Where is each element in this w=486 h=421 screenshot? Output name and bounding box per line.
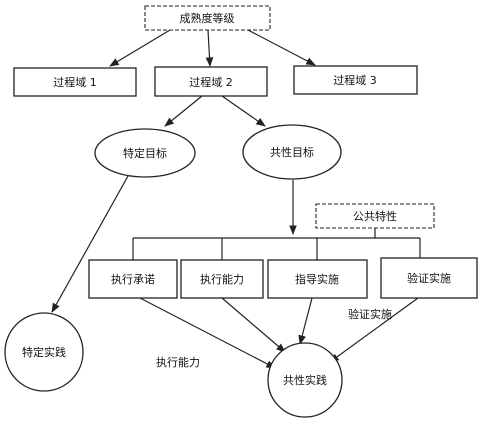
node-directing-implementation: 指导实施 (267, 259, 368, 299)
commitment-to-perform-label: 执行承诺 (111, 272, 155, 286)
edges (51, 29, 421, 369)
edge-label-verifying: 验证实施 (348, 307, 392, 321)
node-specific-practices: 特定实践 (4, 312, 84, 392)
edge-ability-to-practices (221, 297, 286, 353)
node-verifying-implementation: 验证实施 (380, 257, 478, 299)
node-process-area-2: 过程域 2 (154, 66, 268, 97)
edge-specific-goal-to-practices (51, 175, 129, 313)
common-features-label: 公共特性 (353, 209, 397, 223)
generic-goal-label: 共性目标 (270, 145, 314, 159)
edge-commitment-to-practices (139, 297, 276, 369)
edge-verifying-to-practices (329, 297, 419, 363)
node-generic-goal: 共性目标 (242, 124, 342, 180)
edge-label-ability: 执行能力 (156, 355, 200, 369)
node-commitment-to-perform: 执行承诺 (88, 259, 178, 299)
process-area-3-label: 过程域 3 (333, 74, 377, 87)
edge-level-to-pa1 (109, 29, 171, 67)
edge-directing-to-practices (298, 297, 313, 345)
edge-level-to-pa3 (247, 29, 316, 66)
process-area-1-label: 过程域 1 (53, 76, 97, 89)
specific-practices-label: 特定实践 (22, 345, 66, 359)
node-generic-practices: 共性实践 (267, 342, 343, 418)
node-process-area-3: 过程域 3 (293, 65, 418, 95)
ability-to-perform-label: 执行能力 (200, 272, 244, 286)
process-area-2-label: 过程域 2 (189, 76, 233, 89)
verifying-implementation-label: 验证实施 (407, 271, 451, 285)
generic-practices-label: 共性实践 (283, 373, 327, 387)
node-common-features: 公共特性 (315, 203, 435, 229)
maturity-level-label: 成熟度等级 (180, 11, 235, 25)
node-maturity-level: 成熟度等级 (144, 5, 271, 31)
edge-level-to-pa2 (205, 29, 214, 67)
node-specific-goal: 特定目标 (94, 128, 196, 178)
node-process-area-1: 过程域 1 (13, 67, 137, 97)
node-ability-to-perform: 执行能力 (180, 259, 264, 299)
edge-pa2-to-specific-goal (164, 95, 203, 127)
edge-pa2-to-generic-goal (221, 95, 266, 127)
specific-goal-label: 特定目标 (123, 146, 167, 160)
directing-implementation-label: 指导实施 (295, 272, 339, 286)
